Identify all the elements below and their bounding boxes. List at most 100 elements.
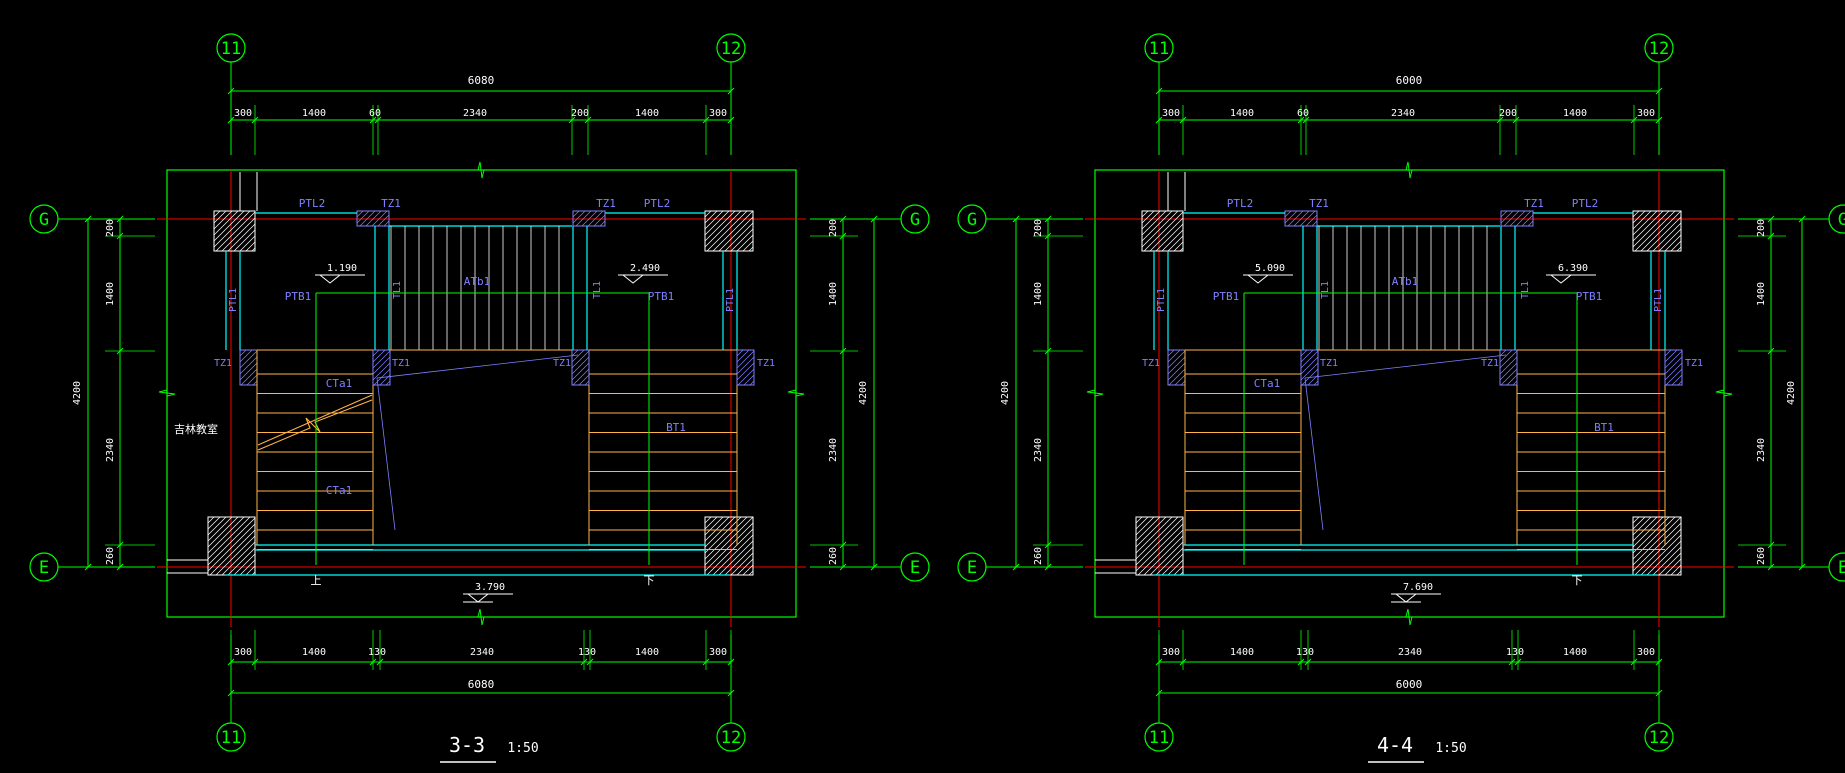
hatch-line bbox=[1155, 547, 1183, 575]
hatch-line bbox=[227, 547, 255, 575]
label-ptl2-left: PTL2 bbox=[1227, 197, 1254, 210]
label-tz1-mid-right: TZ1 bbox=[553, 358, 571, 369]
hatch-line bbox=[208, 517, 233, 542]
hatch-line bbox=[377, 214, 389, 226]
hatch-line bbox=[1168, 362, 1185, 381]
hatch-line bbox=[724, 222, 753, 251]
hatch-line bbox=[359, 211, 376, 226]
dim-top-3: 2340 bbox=[463, 108, 487, 119]
label-tz1-mid-left: TZ1 bbox=[1320, 358, 1338, 369]
label-tz1-mid-far-right: TZ1 bbox=[1685, 358, 1703, 369]
hatch-line bbox=[1161, 553, 1183, 575]
hatch-line bbox=[1633, 517, 1670, 554]
hatch-line bbox=[214, 211, 239, 236]
elevation-right: 2.490 bbox=[630, 263, 660, 274]
hatch-line bbox=[1173, 241, 1183, 251]
hatch-line bbox=[712, 211, 753, 251]
hatch-line bbox=[572, 368, 589, 385]
hatch-line bbox=[1665, 356, 1682, 375]
label-cta1-upper: CTa1 bbox=[1254, 377, 1281, 390]
hatch-line bbox=[1670, 564, 1681, 575]
label-tz1-mid-right: TZ1 bbox=[1481, 358, 1499, 369]
dim-top-3: 2340 bbox=[1391, 108, 1415, 119]
hatch-line bbox=[240, 362, 257, 381]
tz1-column-top-right-hatch bbox=[573, 211, 605, 226]
hatch-line bbox=[705, 517, 753, 566]
corner-column-top-right bbox=[1632, 210, 1682, 252]
hatch-line bbox=[240, 350, 257, 369]
tz1-column-top-left bbox=[356, 210, 390, 227]
tz1-column-mid-far-right-hatch bbox=[1665, 350, 1682, 385]
corner-column-bottom-right-hatch bbox=[705, 517, 753, 575]
dim-tick bbox=[227, 87, 235, 95]
hatch-line bbox=[208, 517, 239, 548]
corner-column-top-left bbox=[213, 210, 256, 252]
dim-tick bbox=[84, 215, 92, 223]
dim-top-5: 1400 bbox=[635, 108, 659, 119]
dim-right-3: 260 bbox=[828, 547, 839, 565]
hatch-line bbox=[1167, 559, 1183, 575]
label-cta1-upper: CTa1 bbox=[326, 377, 353, 390]
tz1-column-mid-left-outline bbox=[1300, 349, 1319, 386]
hatch-line bbox=[233, 553, 255, 575]
hatch-line bbox=[1664, 558, 1681, 575]
break-mark bbox=[787, 384, 805, 402]
hatch-line bbox=[705, 517, 736, 548]
label-bt1: BT1 bbox=[1594, 421, 1614, 434]
leader-line bbox=[1304, 354, 1507, 379]
tz1-column-top-right bbox=[572, 210, 606, 227]
label-tz1-mid-far-left: TZ1 bbox=[214, 358, 232, 369]
dim-top-1: 1400 bbox=[1230, 108, 1254, 119]
hatch-line bbox=[379, 374, 390, 385]
elevation-bottom: 3.790 bbox=[475, 582, 505, 593]
hatch-line bbox=[1142, 211, 1167, 236]
hatch-line bbox=[599, 220, 605, 226]
tz1-column-mid-right-outline bbox=[1499, 349, 1518, 386]
hatch-line bbox=[208, 523, 255, 572]
hatch-line bbox=[587, 211, 604, 226]
hatch-line bbox=[593, 214, 605, 226]
tz1-column-top-left-hatch bbox=[1285, 211, 1317, 226]
hatch-line bbox=[227, 223, 255, 251]
corner-column-top-left-outline bbox=[1141, 210, 1184, 252]
dim-right-1: 1400 bbox=[828, 282, 839, 306]
label-ptl2-right: PTL2 bbox=[1572, 197, 1599, 210]
hatch-line bbox=[373, 362, 390, 381]
section-break-line bbox=[257, 394, 373, 446]
label-tz1-mid-far-right: TZ1 bbox=[757, 358, 775, 369]
elevation-bottom: 7.690 bbox=[1403, 582, 1433, 593]
hatch-line bbox=[1142, 211, 1173, 242]
label-tz1-top-right: TZ1 bbox=[1524, 197, 1544, 210]
hatch-line bbox=[573, 211, 586, 224]
view-title: 3-3 bbox=[449, 733, 485, 757]
hatch-line bbox=[1633, 211, 1646, 224]
hatch-line bbox=[730, 228, 753, 251]
dim-tick bbox=[870, 215, 878, 223]
leader-line bbox=[1304, 377, 1324, 531]
hatch-line bbox=[705, 517, 730, 542]
hatch-line bbox=[1301, 350, 1314, 363]
tz1-column-top-right-hatch bbox=[1501, 211, 1533, 226]
dim-top-0: 300 bbox=[234, 108, 252, 119]
hatch-line bbox=[245, 241, 255, 251]
hatch-line bbox=[1301, 362, 1318, 381]
dim-right-0: 200 bbox=[1756, 219, 1767, 237]
dim-tick bbox=[1655, 689, 1663, 697]
hatch-line bbox=[383, 220, 389, 226]
hatch-line bbox=[1500, 362, 1517, 381]
hatch-line bbox=[1633, 517, 1664, 548]
hatch-line bbox=[208, 517, 255, 566]
hatch-line bbox=[737, 350, 754, 369]
hatch-line bbox=[1305, 214, 1317, 226]
tz1-column-mid-far-right bbox=[736, 349, 755, 386]
hatch-line bbox=[208, 517, 227, 536]
tz1-column-mid-far-left-hatch bbox=[240, 350, 257, 385]
hatch-line bbox=[214, 211, 245, 242]
hatch-line bbox=[1301, 350, 1308, 357]
dim-top-2: 60 bbox=[1297, 108, 1309, 119]
label-atb1: ATb1 bbox=[464, 275, 491, 288]
tz1-column-top-right-outline bbox=[1500, 210, 1534, 227]
hatch-line bbox=[736, 558, 753, 575]
dim-top-1: 1400 bbox=[302, 108, 326, 119]
hatch-line bbox=[1640, 211, 1681, 251]
